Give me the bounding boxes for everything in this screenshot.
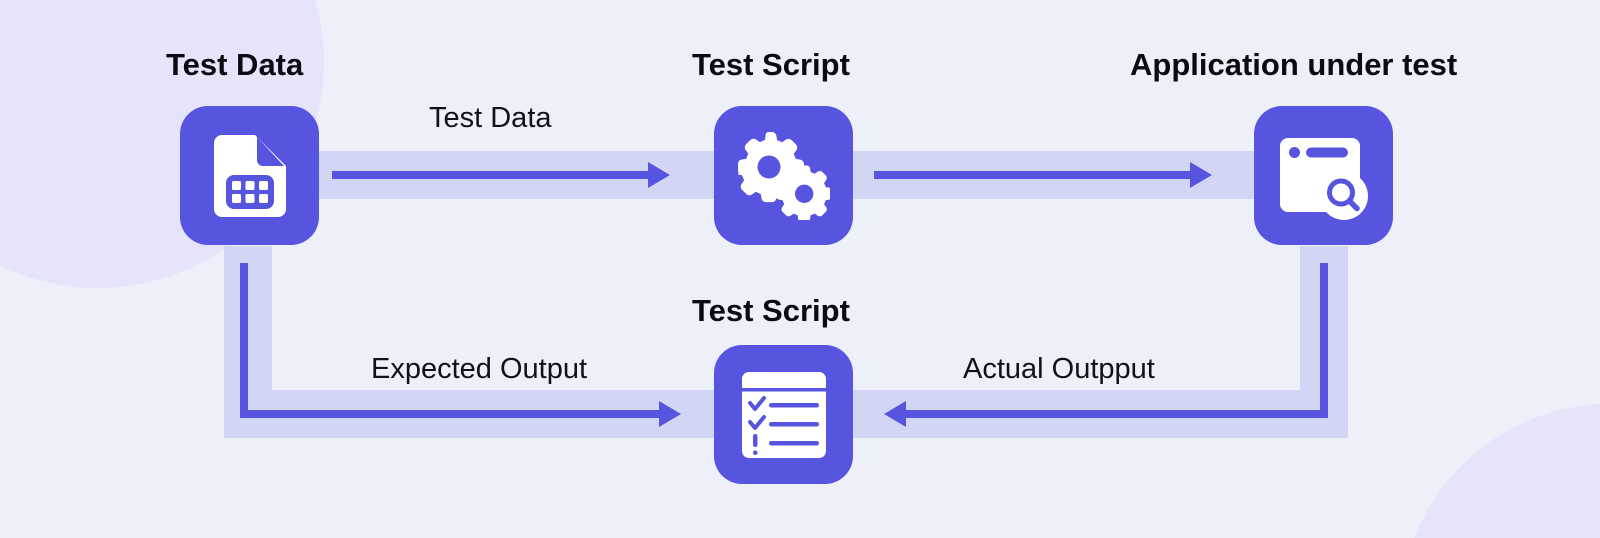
- edge-label-actual-output: Actual Outpput: [963, 353, 1155, 385]
- line-actual-output-riser: [1320, 263, 1328, 418]
- edge-label-test-data: Test Data: [429, 102, 552, 134]
- arrowhead-expected-output: [659, 401, 681, 427]
- node-title-application-under-test: Application under test: [1130, 47, 1458, 82]
- arrowhead-actual-output: [884, 401, 906, 427]
- node-tile-test-script-top[interactable]: [714, 106, 853, 245]
- line-test-data-to-script: [332, 171, 650, 179]
- gears-icon: [737, 131, 830, 220]
- node-title-test-script-bottom: Test Script: [692, 293, 850, 328]
- arrowhead-script-to-application: [1190, 162, 1212, 188]
- node-tile-test-script-bottom[interactable]: [714, 345, 853, 484]
- decorative-circle-bottom-right: [1400, 404, 1600, 538]
- pipe-right-vertical: [1300, 246, 1348, 438]
- line-script-to-application: [874, 171, 1192, 179]
- checklist-icon: [741, 371, 826, 458]
- spreadsheet-document-icon: [213, 134, 286, 217]
- node-tile-application-under-test[interactable]: [1254, 106, 1393, 245]
- node-title-test-script-top: Test Script: [692, 47, 850, 82]
- arrowhead-test-data-to-script: [648, 162, 670, 188]
- browser-window-search-icon: [1279, 132, 1368, 220]
- line-actual-output-run: [906, 410, 1328, 418]
- line-expected-output-riser: [240, 263, 248, 418]
- line-expected-output-run: [240, 410, 661, 418]
- node-title-test-data: Test Data: [166, 47, 304, 82]
- node-tile-test-data[interactable]: [180, 106, 319, 245]
- edge-label-expected-output: Expected Output: [371, 353, 588, 385]
- pipe-left-vertical: [224, 246, 272, 438]
